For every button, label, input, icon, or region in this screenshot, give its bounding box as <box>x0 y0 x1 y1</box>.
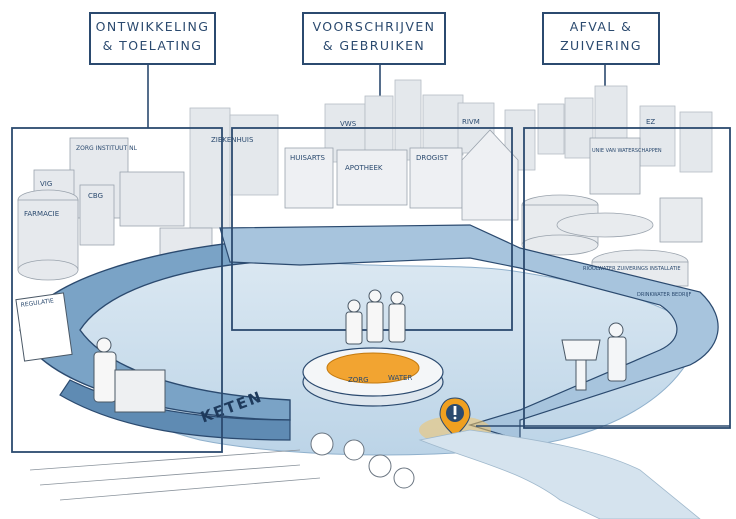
phase-label-voorschrijven: VOORSCHRIJVEN & GEBRUIKEN <box>302 12 446 65</box>
corner-frame <box>476 425 730 428</box>
river <box>418 429 701 519</box>
building-sign: RIOOLWATER ZUIVERINGS INSTALLATIE <box>583 266 680 272</box>
trees <box>310 432 415 489</box>
people-group <box>345 289 406 345</box>
building-sign: APOTHEEK <box>345 164 383 172</box>
phase-label-line: & GEBRUIKEN <box>322 38 426 53</box>
center-word: WATER <box>388 374 412 382</box>
building-sign: FARMACIE <box>24 210 59 218</box>
field-lines <box>29 449 321 501</box>
left-buildings <box>17 137 213 281</box>
sink-figure <box>561 322 627 391</box>
right-buildings <box>521 137 703 287</box>
regulation-clipboard: REGULATIE <box>15 292 73 362</box>
building-sign: DRINKWATER BEDRIJF <box>637 292 691 298</box>
building-sign: RIVM <box>462 118 480 126</box>
building-sign: ZORG INSTITUUT NL <box>76 145 138 152</box>
phase-label-line: ONTWIKKELING <box>95 19 210 34</box>
phase-label-line: VOORSCHRIJVEN <box>312 19 436 34</box>
chain-ring <box>19 239 301 421</box>
center-platform: ZORG WATER <box>302 347 444 407</box>
building-sign: DROGIST <box>416 154 449 162</box>
building-sign: HUISARTS <box>290 154 325 162</box>
building-sign: UNIE VAN WATERSCHAPPEN <box>592 148 662 154</box>
middle-buildings <box>284 129 519 221</box>
center-word: ZORG <box>348 376 369 384</box>
phase-label-line: & TOELATING <box>102 38 203 53</box>
building-sign: ZIEKENHUIS <box>211 136 254 144</box>
chain-ring <box>219 224 719 441</box>
building-sign: VWS <box>340 120 357 128</box>
scientist-figure <box>93 337 166 413</box>
phase-label-line: ZUIVERING <box>560 38 642 53</box>
phase-label-afval: AFVAL & ZUIVERING <box>542 12 660 65</box>
building-sign: EZ <box>646 118 655 126</box>
phase-label-line: AFVAL & <box>569 19 633 34</box>
building-sign: CBG <box>88 192 103 200</box>
clipboard-label: REGULATIE <box>20 297 54 309</box>
phase-label-ontwikkeling: ONTWIKKELING & TOELATING <box>89 12 216 65</box>
building-sign: VIG <box>40 180 52 188</box>
